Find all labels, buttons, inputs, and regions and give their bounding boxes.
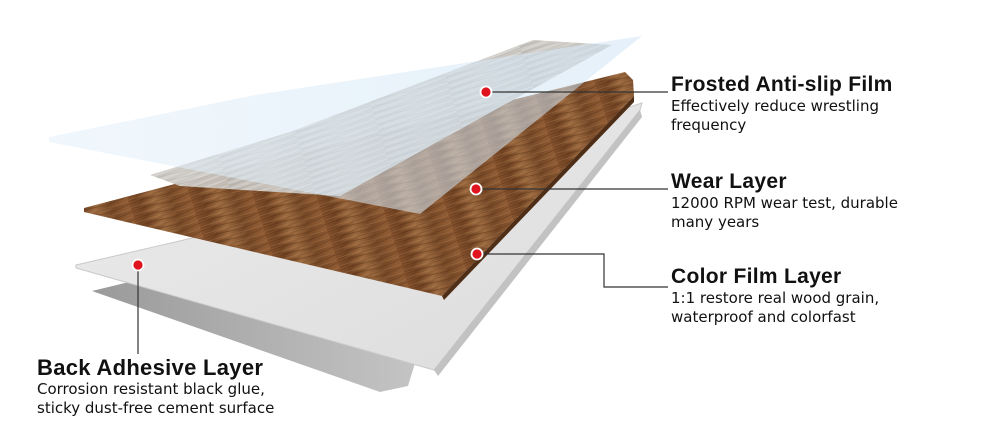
color-film-title: Color Film Layer — [671, 265, 842, 288]
wear-desc-line1: 12000 RPM wear test, durable — [671, 194, 898, 212]
color-marker — [470, 247, 484, 261]
color-film-desc-line1: 1:1 restore real wood grain, — [671, 289, 880, 307]
back-adhesive-desc-line2: sticky dust-free cement surface — [37, 399, 275, 417]
wear-label: Wear Layer 12000 RPM wear test, durable … — [671, 170, 898, 232]
wear-title: Wear Layer — [671, 170, 787, 193]
wear-desc-line2: many years — [671, 213, 760, 231]
back-adhesive-title: Back Adhesive Layer — [37, 355, 264, 380]
color-film-desc-line2: waterproof and colorfast — [671, 308, 856, 326]
color-leader-line — [477, 253, 668, 288]
back-adhesive-desc-line1: Corrosion resistant black glue, — [37, 380, 265, 398]
wear-marker — [469, 182, 483, 196]
antislip-film-layer — [49, 36, 642, 214]
back-marker — [131, 258, 145, 272]
antislip-marker — [479, 85, 493, 99]
color-film-edge — [442, 96, 634, 300]
back-adhesive-edge — [434, 110, 642, 376]
color-film-label: Color Film Layer 1:1 restore real wood g… — [671, 265, 879, 327]
back-adhesive-label: Back Adhesive Layer Corrosion resistant … — [37, 356, 274, 418]
antislip-title: Frosted Anti-slip Film — [671, 73, 893, 96]
antislip-desc-line1: Effectively reduce wrestling — [671, 97, 879, 115]
antislip-desc-line2: frequency — [671, 116, 747, 134]
antislip-label: Frosted Anti-slip Film Effectively reduc… — [671, 73, 893, 135]
